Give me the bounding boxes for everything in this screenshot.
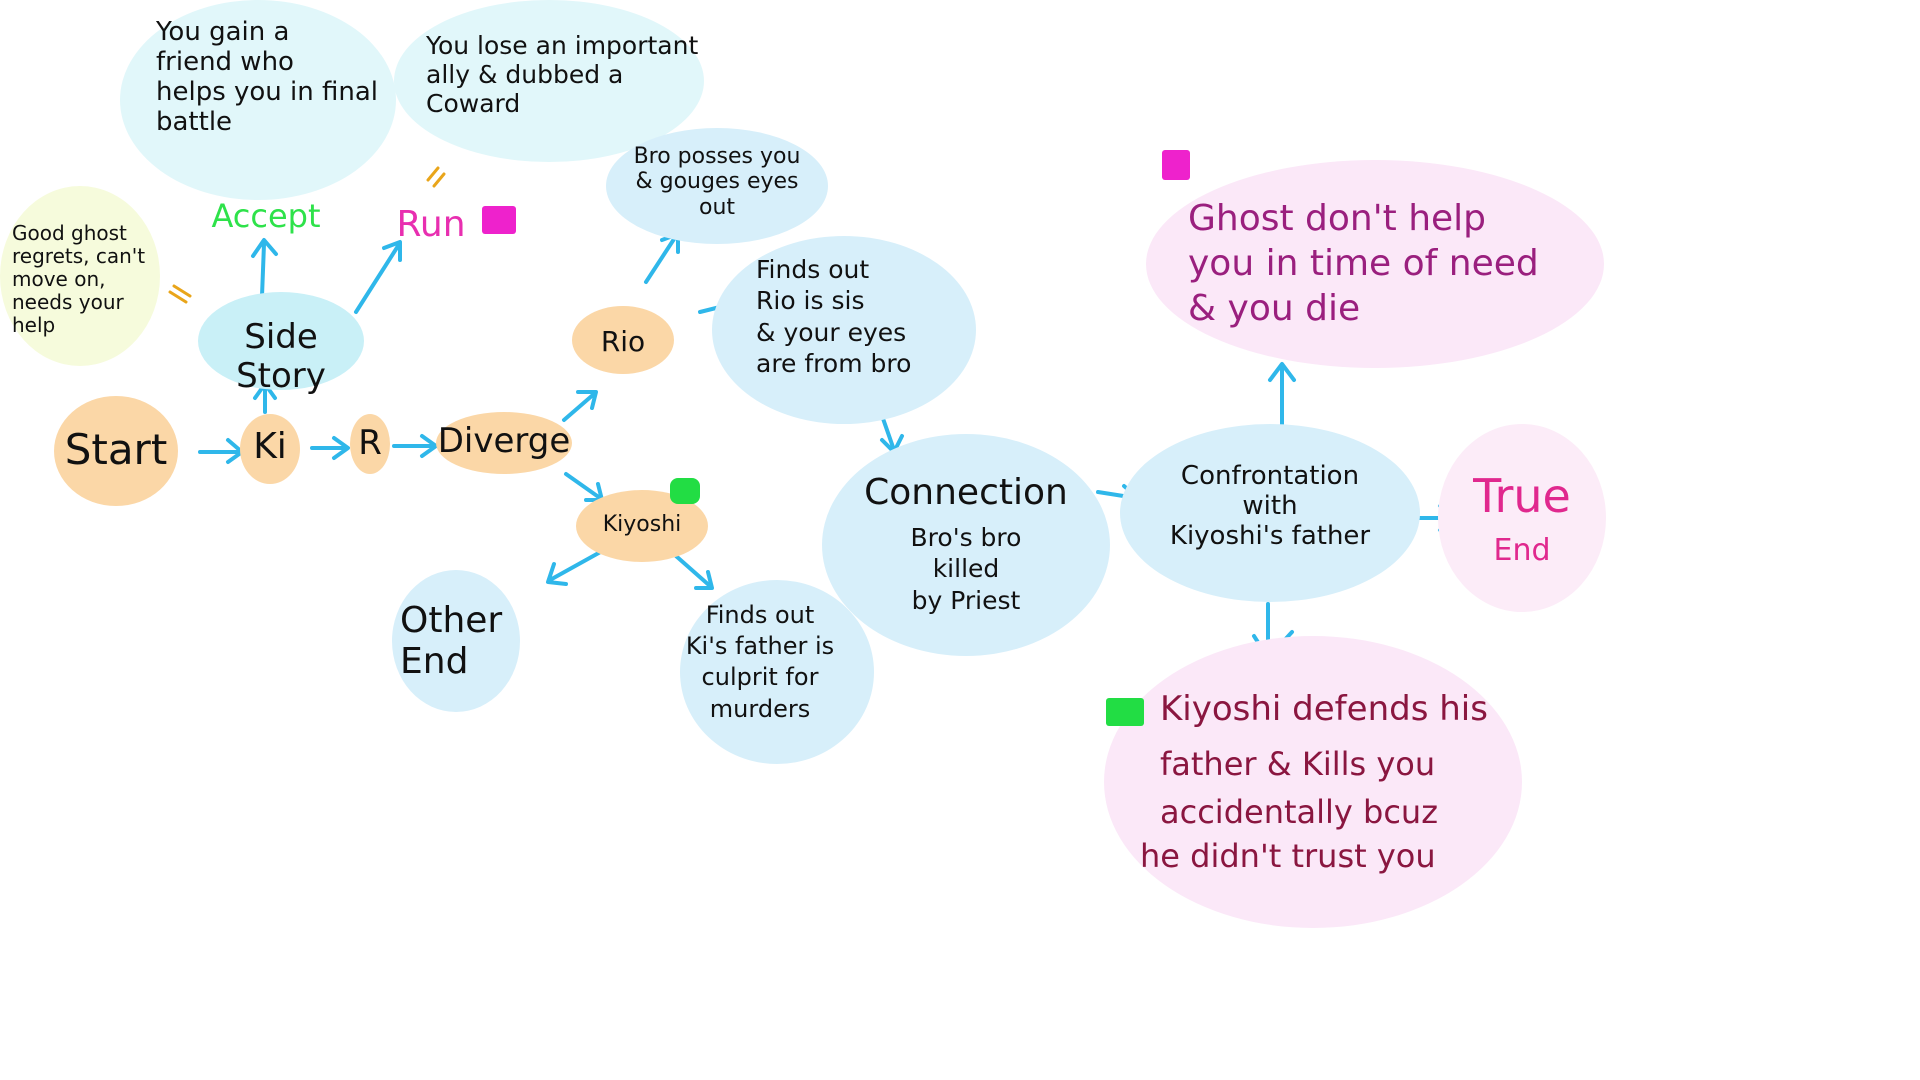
equals-mark-goodghost [168,284,192,304]
connection-node-title: Connection [864,472,1068,513]
rio-node-label: Rio [600,325,646,358]
arrow-rio-bro [644,232,680,284]
sidestory-node-label: Side Story [236,317,326,397]
ki-node-label: Ki [253,426,287,467]
kiyoshidefends-line-1: Kiyoshi defends his [1160,689,1488,729]
accept-label: Accept [211,197,321,235]
arrow-diverge-kiyoshi [564,472,604,502]
confrontation-node-label: Confrontation with Kiyoshi's father [1169,461,1371,551]
green-marker-kiyoshi [670,478,700,504]
arrow-sidestory-accept [251,238,278,298]
magenta-marker-ghost [1162,150,1190,180]
trueend-label-true: True [1473,469,1571,523]
loseally-node-label: You lose an important ally & dubbed a Co… [426,31,699,118]
r-node-bg [350,414,390,474]
equals-mark-run [426,166,446,188]
arrow-kiyoshi-otherend [546,548,606,586]
kiyoshi-node-label: Kiyoshi [602,512,682,537]
findsout-ki-node-label: Finds out Ki's father is culprit for mur… [685,601,835,723]
sidestory-node-bg [198,292,364,390]
otherend-node-bg [392,570,520,712]
findsout-rio-node-bg [712,236,976,424]
arrow-sidestory-run [354,240,402,314]
kiyoshidefends-node-bg [1104,636,1522,928]
gainfriend-node-label: You gain a friend who helps you in final… [156,17,379,137]
goodghost-node-bg [0,186,160,366]
run-label: Run [396,204,466,245]
confrontation-node-bg [1120,424,1420,602]
green-marker-kiyoshidefends [1106,698,1144,726]
findsout-rio-node-label: Finds out Rio is sis & your eyes are fro… [756,255,912,378]
kiyoshidefends-line-4: he didn't trust you [1140,837,1436,875]
trueend-label-end: End [1493,533,1551,568]
arrow-confrontation-ghost [1268,362,1296,426]
bro-node-bg [606,128,828,244]
magenta-marker-run [482,206,516,234]
goodghost-node-label: Good ghost regrets, can't move on, needs… [12,221,146,337]
trueend-node-bg [1438,424,1606,612]
diverge-node-label: Diverge [437,421,571,461]
arrow-start-ki [198,438,244,464]
findsout-ki-node-bg [680,580,874,764]
bro-node-label: Bro posses you & gouges eyes out [633,144,801,220]
connection-node-bg [822,434,1110,656]
gainfriend-node-bg [120,0,396,200]
ki-node-bg [240,414,300,484]
kiyoshidefends-line-2: father & Kills you [1160,745,1436,783]
ghost-node-label: Ghost don't help you in time of need & y… [1188,198,1539,329]
start-node-bg [54,396,178,506]
start-node-label: Start [64,425,168,474]
r-node-label: R [358,423,382,463]
arrow-ki-r [310,436,350,460]
ghost-node-bg [1146,160,1604,368]
diverge-node-bg [436,412,572,474]
otherend-node-label: Other End [400,600,503,683]
arrow-kiyoshi-findski [674,554,714,590]
connection-node-body: Bro's bro killed by Priest [910,523,1022,615]
loseally-node-bg [394,0,704,162]
arrow-r-diverge [392,434,438,458]
kiyoshidefends-line-3: accidentally bcuz [1160,793,1438,831]
arrow-diverge-rio [562,390,598,422]
rio-node-bg [572,306,674,374]
